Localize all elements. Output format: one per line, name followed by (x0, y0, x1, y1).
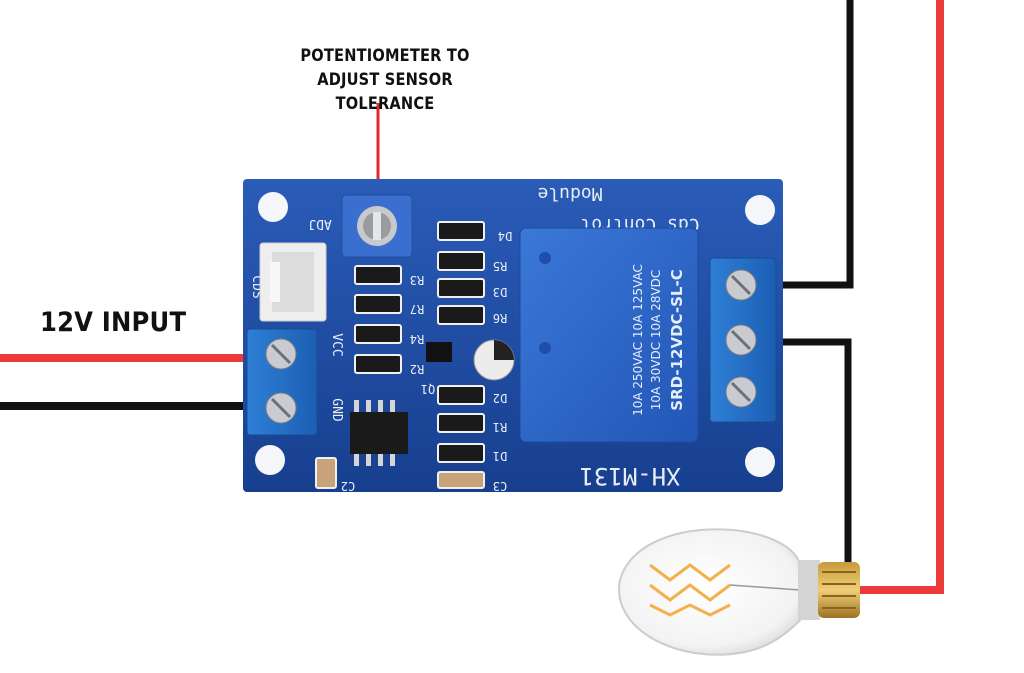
ref-d1: D1 (493, 449, 507, 463)
bulb-filament (649, 563, 801, 617)
mount-hole (745, 195, 775, 225)
potentiometer-callout-line1: POTENTIOMETER TO (300, 46, 470, 66)
relay-rating-dc: 10A 30VDC 10A 28VDC (649, 270, 663, 411)
ic-chip (350, 400, 408, 466)
relay-model: SRD-12VDC-SL-C (668, 269, 686, 410)
load-black-wire-bottom (780, 338, 852, 566)
potentiometer-callout: POTENTIOMETER TO ADJUST SENSOR TOLERANCE (273, 44, 497, 116)
ref-r6: R6 (493, 311, 507, 325)
ref-r7: R7 (410, 302, 424, 316)
ref-d4: D4 (498, 229, 512, 243)
mount-hole (255, 445, 285, 475)
potentiometer (341, 194, 413, 258)
relay-rating-ac: 10A 250VAC 10A 125VAC (631, 264, 645, 416)
ref-r5: R5 (493, 259, 507, 273)
ref-c2: C2 (341, 479, 355, 493)
input-label: 12V INPUT (40, 307, 187, 338)
smd-components-right (437, 221, 485, 489)
transistor-q1 (426, 342, 452, 362)
ref-d2: D2 (493, 391, 507, 405)
ref-d3: D3 (493, 285, 507, 299)
board-model-label: XH-M131 (579, 462, 680, 490)
ref-c3: C3 (493, 479, 507, 493)
relay: SRD-12VDC-SL-C 10A 250VAC 10A 125VAC 10A… (519, 227, 699, 443)
ref-r3: R3 (410, 273, 424, 287)
load-red-wire (860, 0, 944, 594)
electrolytic-capacitor (473, 339, 515, 381)
mount-hole (258, 192, 288, 222)
smd-capacitor-c2 (315, 457, 337, 489)
gnd-label: GND (329, 398, 344, 422)
ref-r2: R2 (410, 362, 424, 376)
smd-resistors-left (354, 265, 402, 374)
relay-module-board: Module Cds Control XH-M131 ADJ CDS VCC G… (243, 179, 783, 493)
ref-r4: R4 (410, 332, 424, 346)
load-black-wire-top (780, 0, 854, 289)
bulb-neck (798, 560, 820, 620)
ref-r1: R1 (493, 420, 507, 434)
vcc-label: VCC (329, 333, 344, 356)
board-label-module: Module (537, 183, 602, 204)
input-terminal-block (246, 328, 318, 436)
mount-hole (745, 447, 775, 477)
cds-connector (259, 242, 327, 322)
adj-label: ADJ (308, 216, 331, 231)
potentiometer-callout-line2: ADJUST SENSOR TOLERANCE (317, 70, 453, 114)
light-bulb (618, 528, 860, 656)
bulb-screw-base (818, 562, 860, 618)
ref-q1: Q1 (421, 382, 435, 396)
output-terminal-block (709, 257, 777, 423)
